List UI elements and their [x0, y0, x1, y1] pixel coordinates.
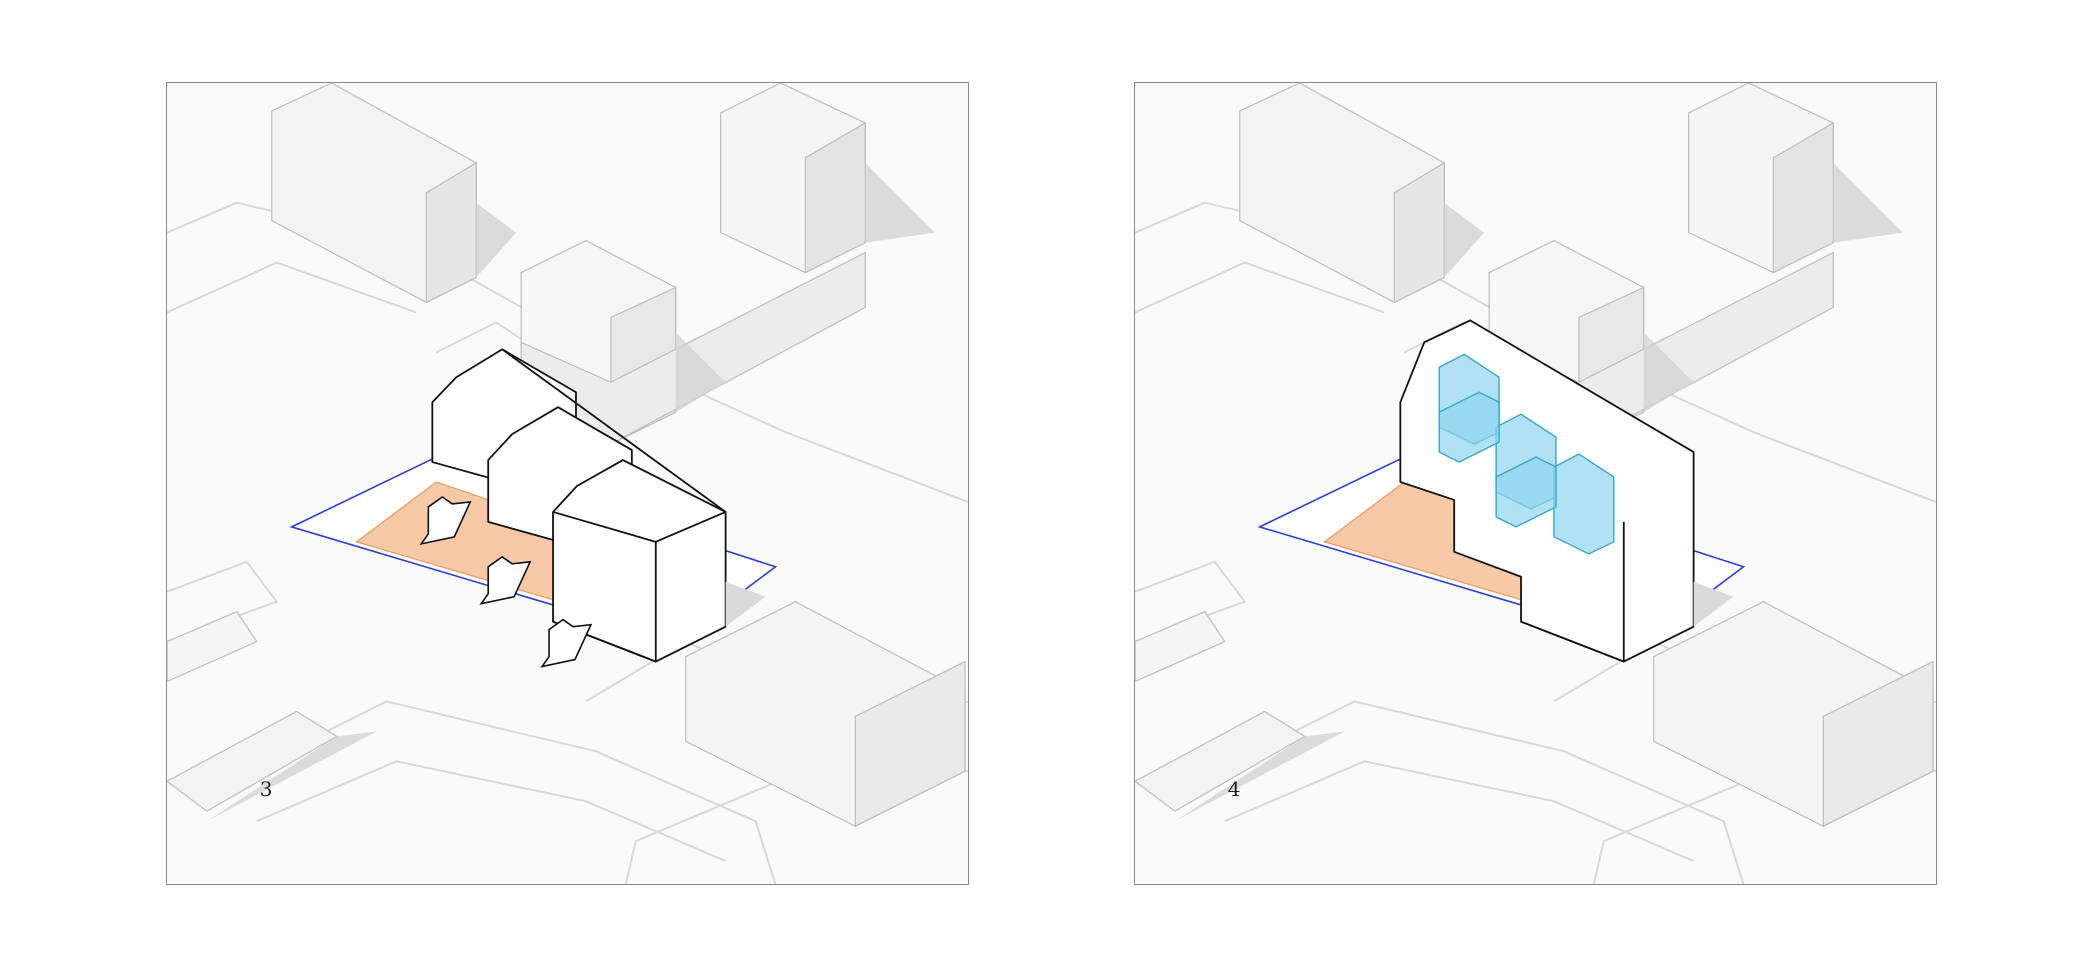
- glass-volume: [1553, 453, 1615, 555]
- diagram-panel-step-4: 4: [1134, 82, 1937, 885]
- axonometric-drawing: 4: [1135, 83, 1936, 884]
- context-buildings: [167, 83, 966, 828]
- step-number: 3: [260, 777, 273, 801]
- glass-volume: [1438, 391, 1500, 463]
- building-shadow: [725, 581, 766, 627]
- axonometric-drawing: 3: [167, 83, 968, 884]
- glass-volumes: [1438, 353, 1615, 555]
- building-shadow: [1693, 581, 1734, 627]
- step-number: 4: [1228, 777, 1241, 801]
- context-shadows: [1174, 162, 1904, 822]
- building-mass: [431, 348, 727, 663]
- glass-volume: [1495, 456, 1557, 528]
- diagram-panel-step-3: 3: [166, 82, 969, 885]
- arrow-icon: [419, 495, 593, 668]
